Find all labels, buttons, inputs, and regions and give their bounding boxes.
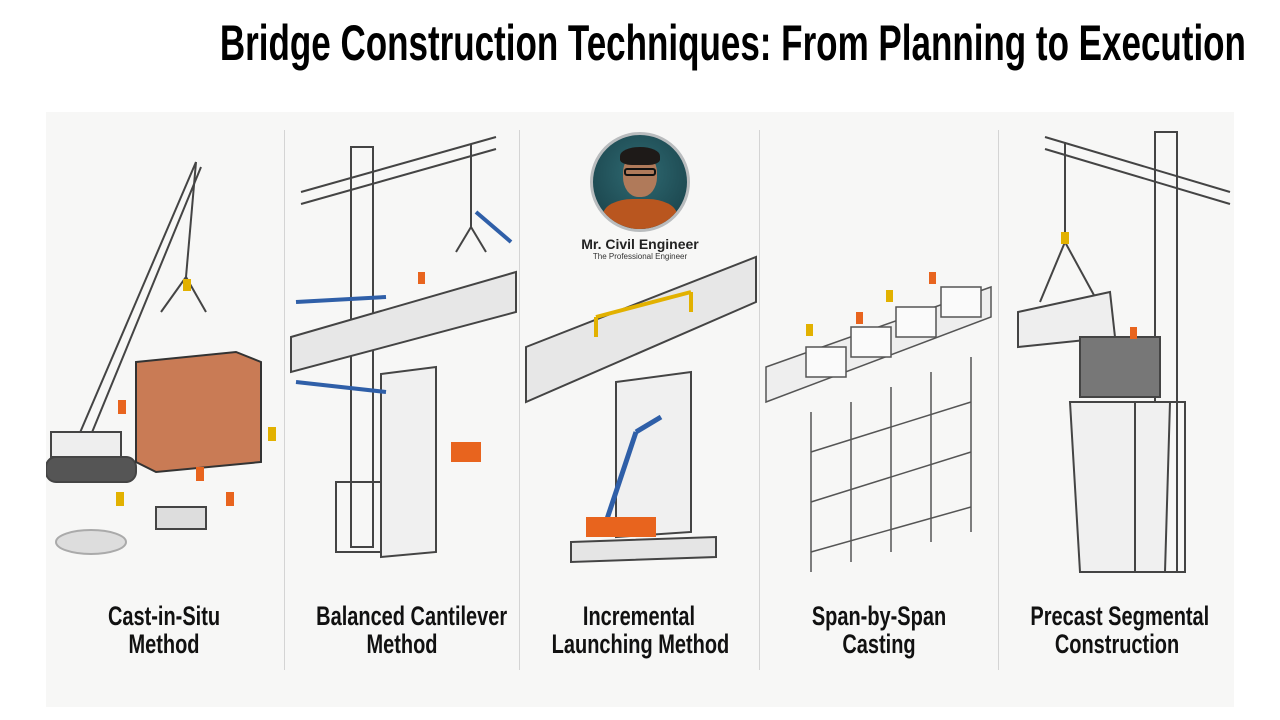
cast-in-situ-illustration xyxy=(46,161,276,555)
divider xyxy=(284,130,285,670)
hook-icon xyxy=(1061,232,1069,244)
incremental-launching-illustration xyxy=(525,255,757,564)
caption-line-2: Launching Method xyxy=(551,629,730,659)
caption-line-1: Cast-in-Situ xyxy=(107,601,221,631)
span-by-span-illustration xyxy=(765,272,992,572)
brand-name: Mr. Civil Engineer xyxy=(581,236,699,252)
caption-line-1: Incremental xyxy=(582,601,696,631)
caption-line-1: Precast Segmental xyxy=(1030,601,1210,631)
divider xyxy=(519,130,520,670)
title-text: Bridge Construction Techniques: From Pla… xyxy=(219,15,1246,71)
page-title: Bridge Construction Techniques: From Pla… xyxy=(0,14,1280,72)
divider xyxy=(998,130,999,670)
caption-line-2: Method xyxy=(366,629,438,659)
caption-line-1: Span-by-Span xyxy=(811,601,947,631)
caption-line-1: Balanced Cantilever xyxy=(316,601,508,631)
divider xyxy=(759,130,760,670)
precast-segmental-illustration xyxy=(1017,131,1231,573)
caption-line-2: Casting xyxy=(842,629,916,659)
avatar xyxy=(590,132,690,232)
caption-line-2: Method xyxy=(128,629,200,659)
balanced-cantilever-illustration xyxy=(290,136,517,559)
hook-icon xyxy=(183,279,191,291)
caption-line-2: Construction xyxy=(1054,629,1180,659)
brand-logo: Mr. Civil Engineer The Professional Engi… xyxy=(560,128,720,261)
brand-tagline: The Professional Engineer xyxy=(592,252,688,261)
